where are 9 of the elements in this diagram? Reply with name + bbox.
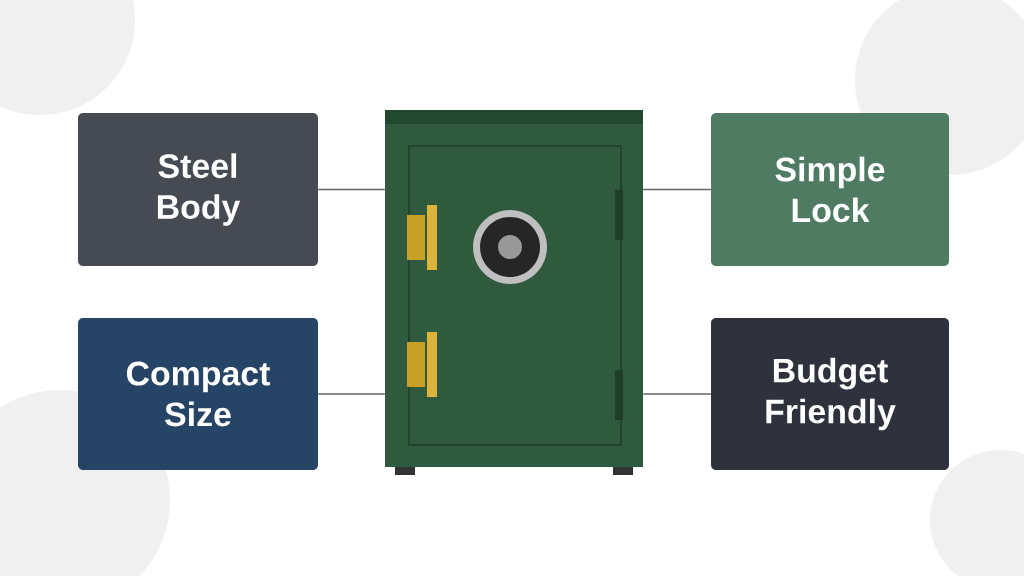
feature-box: Simple Lock — [711, 113, 949, 266]
safe-drawing — [385, 110, 643, 475]
feature-box: Compact Size — [78, 318, 318, 470]
connector-line — [642, 393, 712, 395]
feature-box: Steel Body — [78, 113, 318, 266]
connector-line — [317, 188, 386, 191]
connector-line — [642, 188, 712, 191]
feature-box: Budget Friendly — [711, 318, 949, 470]
connector-line — [317, 393, 386, 395]
